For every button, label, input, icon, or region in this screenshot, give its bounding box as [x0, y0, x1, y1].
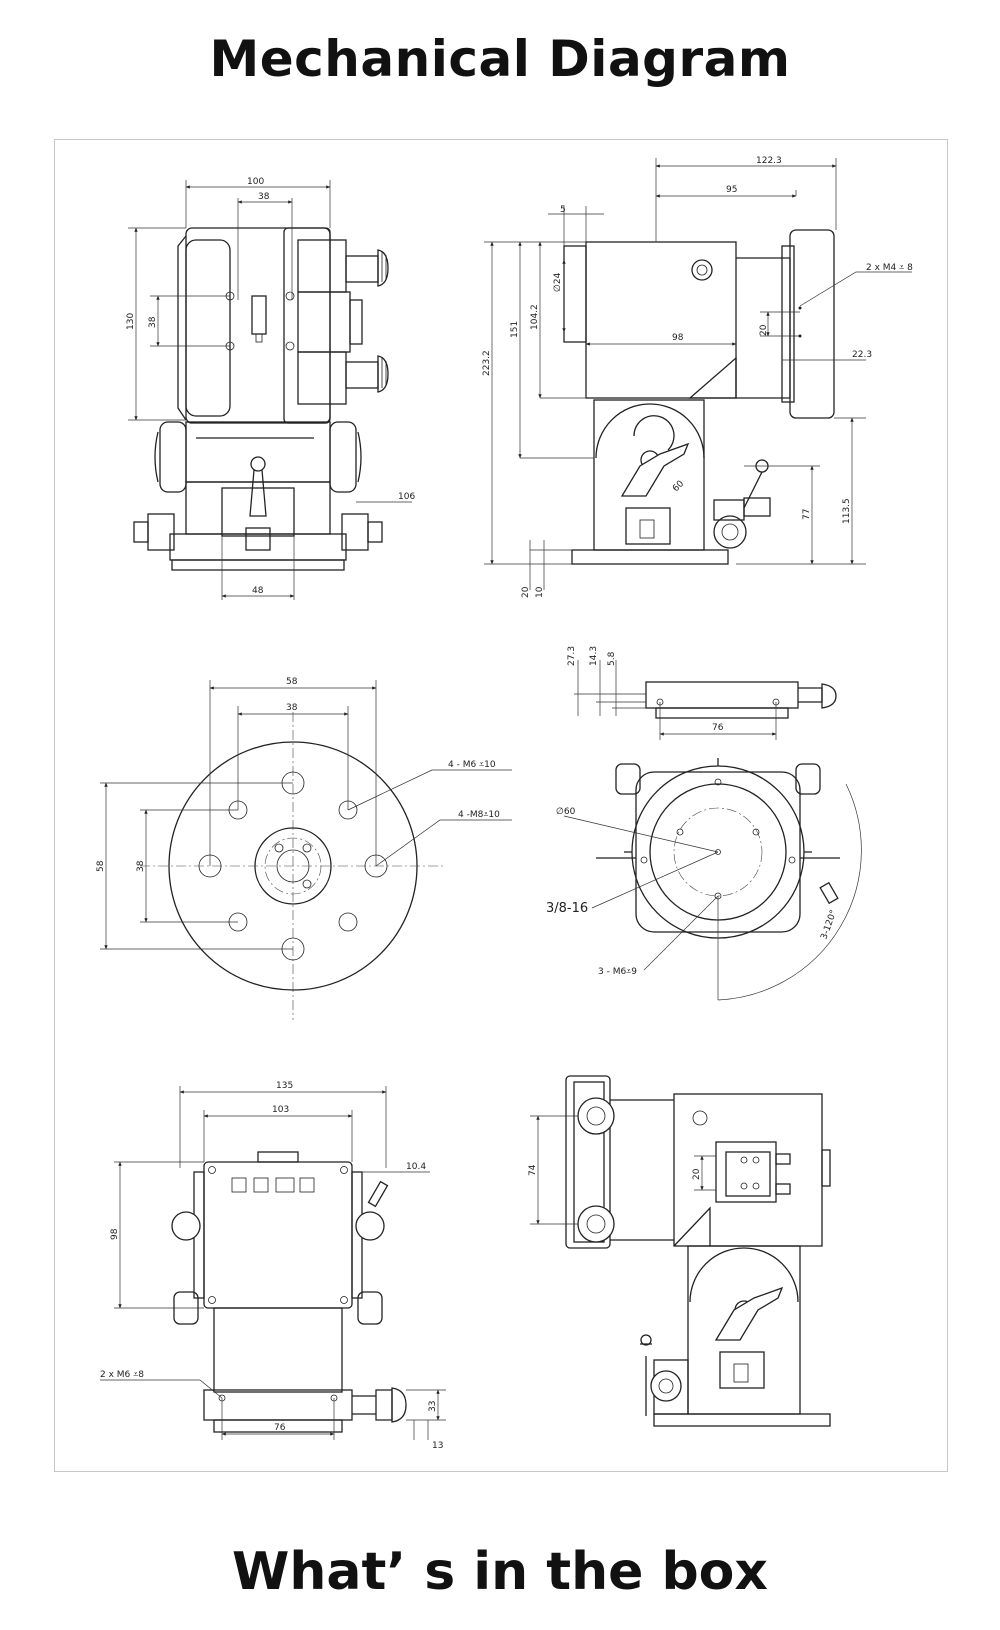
dim-label: 38	[286, 703, 298, 713]
diagram-frame	[54, 139, 948, 1472]
dim-label: 22.3	[852, 350, 872, 360]
dim-label: 130	[126, 313, 136, 330]
dim-label: 76	[712, 723, 724, 733]
dim-label: 77	[802, 509, 812, 520]
dim-label: 4 -M8⩡10	[458, 810, 500, 820]
dim-label: ∅24	[553, 272, 563, 292]
top-view: 27.3 14.3 5.8 76 ∅60 3/8-16 3 - M6⩡9 3-1…	[546, 646, 862, 1001]
page-title: Mechanical Diagram	[209, 30, 791, 88]
dim-label: 122.3	[756, 156, 782, 166]
dim-label: 2 x M4 ⩡ 8	[866, 263, 913, 273]
dim-label: 27.3	[567, 646, 577, 666]
dim-label: 100	[247, 177, 264, 187]
dim-label: 95	[726, 185, 737, 195]
dim-label: 48	[252, 586, 264, 596]
dim-label: 10	[535, 586, 545, 598]
front-view: 100 38 130 38 106 48	[126, 177, 415, 600]
dim-label: 38	[258, 192, 270, 202]
dim-label: ∅60	[556, 807, 576, 817]
dim-label: 103	[272, 1105, 289, 1115]
dim-label: 13	[432, 1441, 443, 1451]
dim-label: 76	[274, 1423, 286, 1433]
dim-label: 223.2	[482, 350, 492, 376]
dim-label: 58	[96, 860, 106, 872]
bottom-view: 58 38 4 - M6 ⩡10 4 -M8⩡10 58 38	[96, 677, 512, 1020]
dim-label: 104.2	[530, 304, 540, 330]
iso-view: 74 20	[528, 1075, 831, 1427]
dim-label: 5	[560, 205, 566, 215]
dim-label: 3/8-16	[546, 901, 588, 916]
dim-label: 14.3	[589, 646, 599, 666]
dim-label: 106	[398, 492, 415, 502]
section-title-whats-in-the-box: What’ s in the box	[232, 1542, 768, 1602]
dim-label: 151	[510, 321, 520, 338]
dim-label: 38	[148, 316, 158, 328]
dim-label: 98	[110, 1228, 120, 1240]
dim-label: 74	[528, 1164, 538, 1176]
dim-label: 33	[428, 1401, 438, 1412]
dim-label: 98	[672, 333, 684, 343]
dim-label: 20	[521, 586, 531, 598]
dim-label: 3-120°	[819, 909, 839, 941]
dim-label: 113.5	[842, 498, 852, 524]
side-view: 122.3 95 5 ∅24 223.2 151 104.2 98 2 x M4…	[482, 156, 913, 598]
dim-label: 58	[286, 677, 298, 687]
dim-label: 4 - M6 ⩡10	[448, 760, 496, 770]
rear-view: 135 103 10.4 98 2 x M6 ⩡8 33 76 13	[100, 1081, 446, 1451]
dim-label: 20	[759, 324, 769, 336]
dim-label: 60	[671, 479, 686, 494]
dim-label: 3 - M6⩡9	[598, 967, 637, 977]
dim-label: 135	[276, 1081, 293, 1091]
dim-label: 2 x M6 ⩡8	[100, 1370, 144, 1380]
dim-label: 20	[692, 1168, 702, 1180]
dim-label: 38	[136, 860, 146, 872]
dim-label: 5.8	[607, 651, 617, 666]
dim-label: 10.4	[406, 1162, 426, 1172]
